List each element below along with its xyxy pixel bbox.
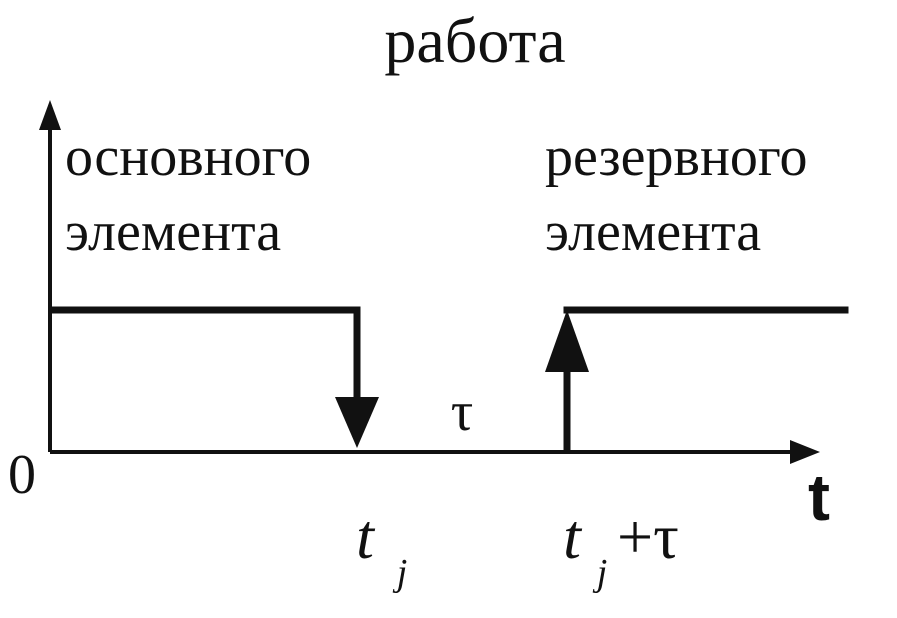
time-axis-label: t: [808, 460, 830, 534]
main-element-label-line1: основного: [65, 126, 311, 188]
main-element-label-line2: элемента: [65, 201, 281, 263]
delay-tau-label: τ: [451, 381, 474, 443]
vertical-axis-arrowhead: [39, 100, 61, 130]
tj-plus-tau-base-label: t: [563, 501, 583, 572]
reserve-element-label-line2: элемента: [545, 201, 761, 263]
horizontal-axis-arrowhead: [790, 440, 820, 464]
main-element-operation-line: [49, 306, 361, 409]
failure-down-arrowhead: [335, 397, 379, 448]
tj-plus-tau-subscript-label: j: [592, 552, 608, 594]
tj-base-label: t: [356, 501, 376, 572]
origin-label: 0: [8, 444, 36, 506]
reserve-element-label-line1: резервного: [545, 126, 808, 188]
tj-subscript-label: j: [392, 552, 408, 594]
activation-up-arrowhead: [545, 310, 589, 372]
diagram-title: работа: [384, 5, 565, 76]
tj-plus-tau-rest-label: +τ: [617, 501, 679, 572]
